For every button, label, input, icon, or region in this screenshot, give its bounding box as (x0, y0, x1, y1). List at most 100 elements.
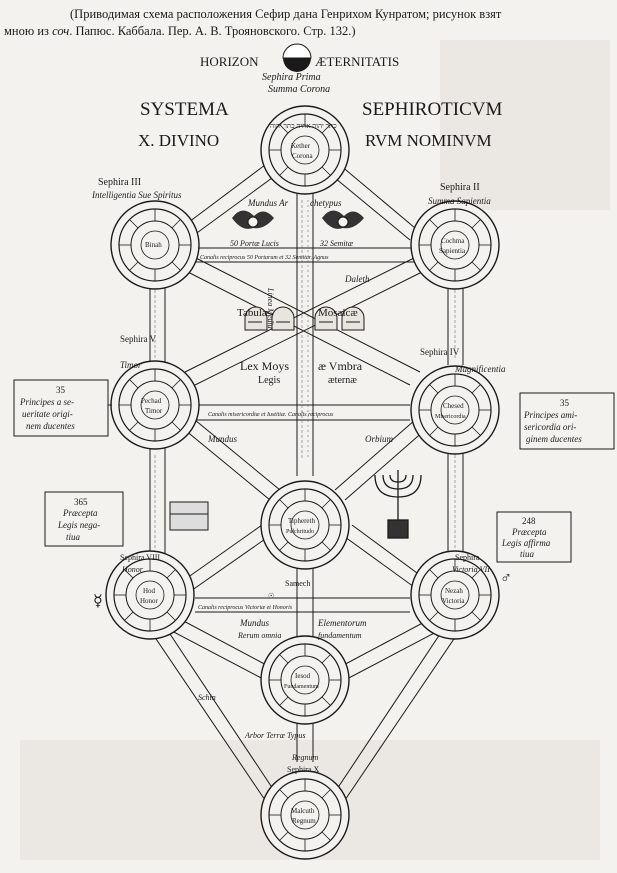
caption-line-2: мною из соч. Папюс. Каббала. Пер. А. В. … (0, 23, 617, 40)
subtitle-left: X. DIVINO (138, 131, 219, 150)
svg-text:Præcepta: Præcepta (511, 527, 547, 537)
channel-inscriptions (154, 200, 456, 550)
mundus-label: Mundus Ar (247, 198, 289, 208)
magnificentia-label: Magnificentia (454, 364, 506, 374)
svg-text:sericordia ori-: sericordia ori- (524, 422, 576, 432)
box-right-35-principes: 35 Principes ami- sericordia ori- ginem … (519, 392, 615, 450)
porte-lucis: 50 Portæ Lucis (230, 239, 279, 248)
svg-text:Nezah: Nezah (445, 587, 463, 595)
semitae: 32 Semitæ (319, 239, 354, 248)
samech-label: Samech (285, 579, 310, 588)
svg-text:Principes a se-: Principes a se- (19, 397, 74, 407)
horizon-left: HORIZON (200, 54, 259, 69)
elementorum-label: Elementorum (317, 618, 367, 628)
svg-text:Iesod: Iesod (295, 672, 311, 680)
sephira-5-label: Sephira V (120, 334, 157, 344)
menorah-icon (374, 470, 422, 539)
honor-label: Honor (121, 565, 144, 574)
svg-text:tiua: tiua (520, 549, 535, 559)
box-right-248-praecepta: 248 Præcepta Legis affirma tiua (496, 511, 572, 563)
mundus-3-label: Mundus (239, 618, 269, 628)
svg-text:Præcepta: Præcepta (62, 508, 98, 518)
lex-moys-label: Lex Moys (240, 359, 289, 373)
orbium-label: Orbium (365, 434, 394, 444)
svg-text:Corona: Corona (292, 152, 314, 160)
caption-line-1: (Приводимая схема расположения Сефир дан… (70, 7, 502, 21)
chetypus-label: chetypus (310, 198, 342, 208)
umbra-label: æ Vmbra (318, 359, 363, 373)
cherub-right-icon (322, 210, 364, 229)
horizon-right: ÆTERNITATIS (315, 54, 399, 69)
victoria-label: Victoria VII (452, 565, 490, 574)
svg-text:Fundamentum: Fundamentum (284, 684, 319, 690)
horizon-sun-bottom (283, 58, 311, 72)
svg-text:tiua: tiua (66, 532, 81, 542)
sephira-prima: Sephira Prima (262, 72, 321, 83)
aeternae-label: æternæ (328, 375, 357, 386)
title-right: SEPHIROTICVM (362, 99, 503, 120)
svg-text:nem ducentes: nem ducentes (26, 421, 75, 431)
svg-text:Chesed: Chesed (443, 402, 464, 410)
sephira-binah: Binah (110, 200, 200, 290)
sephira-3-label: Sephira III (98, 177, 141, 188)
svg-text:Tiphereth: Tiphereth (288, 517, 315, 525)
timor-label: Timor (120, 360, 142, 370)
cherub-left-icon (232, 210, 274, 229)
svg-text:Regnum: Regnum (292, 817, 316, 825)
svg-text:Malcuth: Malcuth (291, 807, 315, 815)
sephira-3-sub: Intelligentia Sue Spiritus (91, 190, 182, 200)
daleth-label: Daleth (344, 274, 370, 284)
legis-label: Legis (258, 375, 280, 386)
ark-icon (169, 501, 209, 531)
box-left-35-principes: 35 Principes a se- ueritate origi- nem d… (13, 379, 112, 437)
canalis-mid: Canalis misericordiæ et Iustitiæ. Canali… (208, 412, 334, 418)
box-left-365-praecepta: 365 Præcepta Legis nega- tiua (44, 491, 124, 547)
hebrew-ring-text: כתר יהוה אהיה כתר יהוה (270, 122, 337, 130)
linea-media-label: Linea Media (266, 287, 275, 329)
svg-text:Pulchritudo: Pulchritudo (286, 529, 314, 535)
canalis-top: Canalis reciprocus 50 Portarum et 32 Sem… (200, 255, 329, 261)
caption-italic-word: соч (52, 24, 70, 38)
svg-text:ginem ducentes: ginem ducentes (526, 434, 582, 444)
svg-text:35: 35 (560, 398, 570, 408)
fundamentum-label: fundamentum (318, 631, 362, 640)
svg-text:Timor: Timor (145, 407, 163, 415)
canalis-low: Canalis reciprocus Victoriæ et Honoris (198, 605, 293, 611)
sephira-8-label: Sephira VIII (120, 553, 160, 562)
sephira-4-label: Sephira IV (420, 347, 460, 357)
sun-symbol-icon: ☉ (268, 592, 274, 600)
svg-text:Legis nega-: Legis nega- (57, 520, 100, 530)
summa-corona: Summa Corona (268, 84, 330, 95)
bleed-through-shadow (440, 40, 610, 210)
subtitle-right: RVM NOMINVM (365, 131, 492, 150)
tablets-of-law-icon (244, 306, 365, 331)
caption-line-2-start: мною из (4, 24, 53, 38)
rerum-label: Rerum omnia (237, 631, 281, 640)
svg-text:Binah: Binah (145, 241, 162, 249)
svg-text:Victoria: Victoria (442, 597, 465, 605)
sephira-2-label: Sephira II (440, 182, 480, 193)
svg-text:Kether: Kether (291, 142, 311, 150)
regnum-label: Regnum (291, 753, 318, 762)
sephira-2-sub: Summa Sapientia (428, 196, 491, 206)
caption: (Приводимая схема расположения Сефир дан… (0, 6, 617, 40)
svg-text:Honor: Honor (140, 597, 159, 605)
svg-text:Legis affirma: Legis affirma (501, 538, 551, 548)
svg-text:Pechad: Pechad (141, 397, 162, 405)
mosaicae-label: Mosaicæ (318, 307, 358, 319)
horizon-sun-top (282, 43, 312, 59)
svg-text:Principes ami-: Principes ami- (523, 410, 577, 420)
mundus-2-label: Mundus (207, 434, 237, 444)
mars-symbol-icon: ♂ (500, 570, 512, 587)
svg-text:Cochma: Cochma (441, 237, 465, 245)
svg-text:Hod: Hod (143, 587, 156, 595)
